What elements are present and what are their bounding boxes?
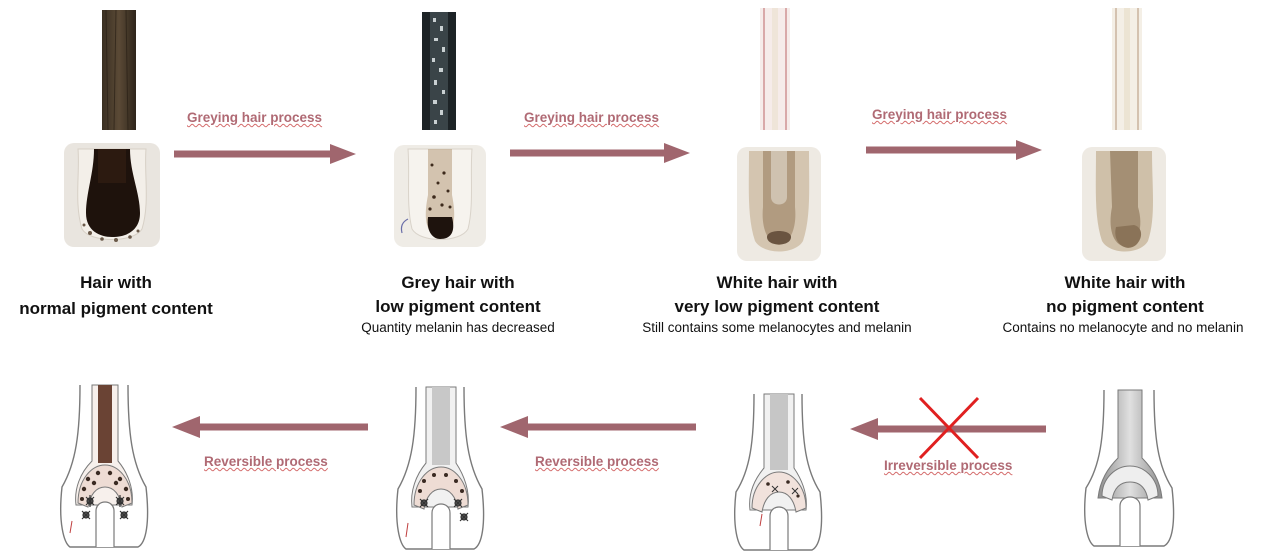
stage-title-line1: White hair with: [646, 272, 908, 293]
hair-shaft-photo-white-low: [760, 8, 790, 130]
hair-bulb-photo-normal: [64, 143, 160, 247]
stage-subtitle: Still contains some melanocytes and mela…: [594, 320, 960, 335]
reversible-arrow-1: [172, 416, 368, 438]
stage-title-line2: very low pigment content: [646, 296, 908, 317]
reversible-arrow-2: [500, 416, 696, 438]
stage-title-line1: Grey hair with: [342, 272, 574, 293]
hair-bulb-photo-white-low: [737, 147, 821, 261]
greying-arrow-1: [174, 144, 358, 164]
greying-arrow-label: Greying hair process: [187, 110, 322, 125]
stage-title-line1: White hair with: [1000, 272, 1250, 293]
stage-subtitle: Contains no melanocyte and no melanin: [964, 320, 1282, 335]
stage-title-line2: low pigment content: [342, 296, 574, 317]
follicle-diagram-white-low: [732, 392, 826, 552]
hair-bulb-photo-grey: [394, 145, 486, 247]
stage-title-line1: Hair with: [0, 272, 232, 293]
greying-arrow-label: Greying hair process: [872, 107, 1007, 122]
stage-title-line2: normal pigment content: [0, 298, 232, 319]
greying-arrow-2: [510, 143, 692, 163]
stage-title-line2: no pigment content: [1000, 296, 1250, 317]
hair-shaft-photo-white-none: [1112, 8, 1142, 130]
cross-mark-icon: [916, 396, 980, 460]
hair-shaft-photo-normal: [102, 10, 136, 130]
follicle-diagram-white-none: [1082, 388, 1178, 548]
stage-subtitle: Quantity melanin has decreased: [312, 320, 604, 335]
greying-arrow-label: Greying hair process: [524, 110, 659, 125]
follicle-diagram-grey: [394, 385, 488, 551]
hair-bulb-photo-white-none: [1082, 147, 1166, 261]
greying-arrow-3: [866, 140, 1044, 160]
follicle-diagram-normal: [58, 383, 152, 549]
irreversible-arrow-label: Irreversible process: [884, 458, 1012, 473]
reversible-arrow-label: Reversible process: [204, 454, 328, 469]
reversible-arrow-label: Reversible process: [535, 454, 659, 469]
hair-shaft-photo-grey: [422, 12, 456, 130]
